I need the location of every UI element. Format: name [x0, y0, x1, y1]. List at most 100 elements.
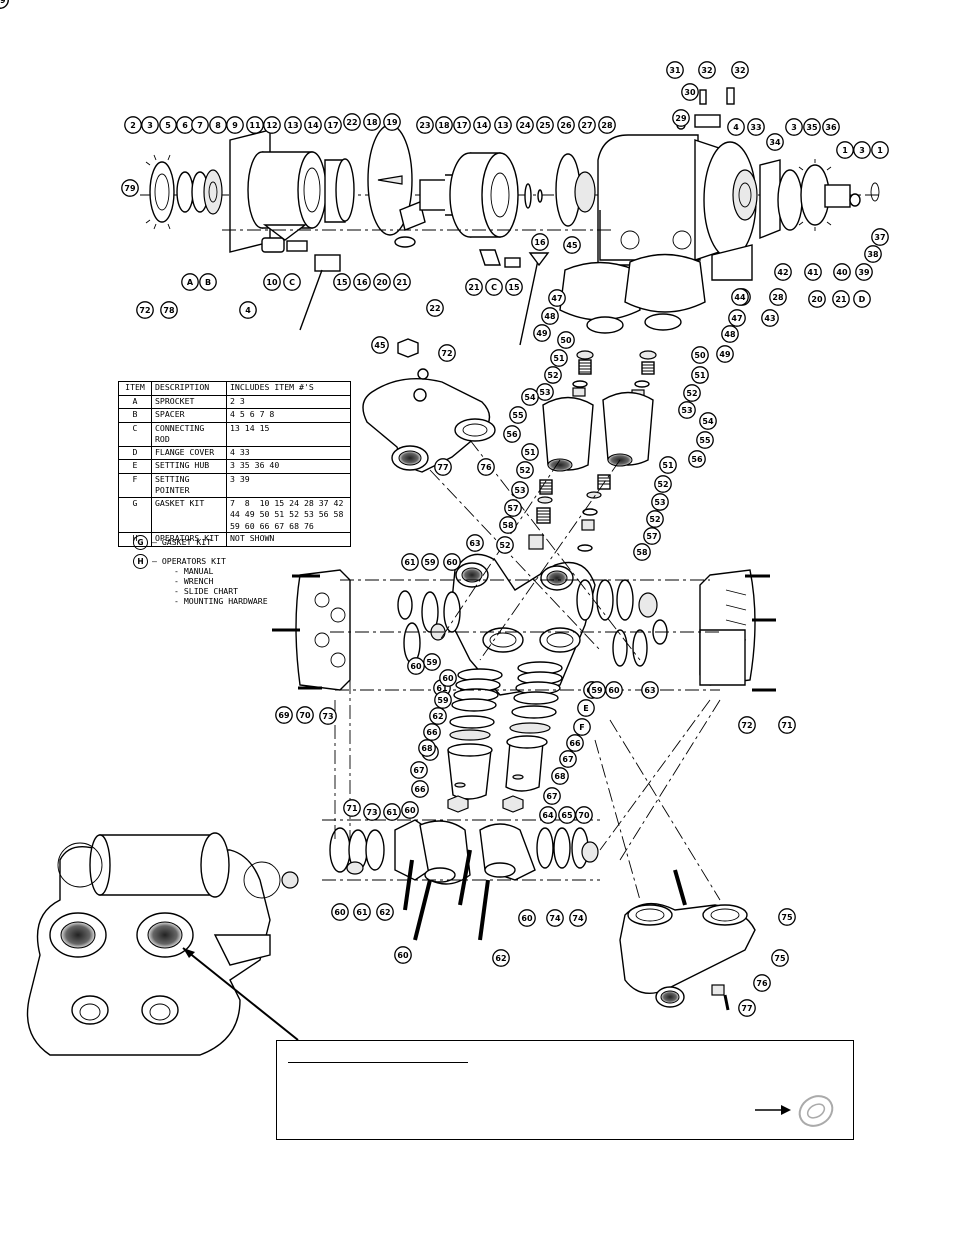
- callout-circle: [778, 908, 796, 926]
- item-letter-cell: E: [118, 459, 152, 474]
- callout-number: 60: [397, 951, 409, 960]
- callout-circle: [333, 273, 351, 291]
- callout-number: 39: [858, 268, 870, 277]
- part-number-callout: 51: [550, 349, 568, 367]
- callout-circle: [492, 949, 510, 967]
- callout-number: 25: [539, 121, 551, 130]
- callout-circle: [577, 699, 595, 717]
- callout-number: 60: [442, 674, 454, 683]
- part-number-callout: 45: [371, 336, 389, 354]
- callout-circle: [226, 116, 244, 134]
- callout-circle: [738, 716, 756, 734]
- item-includes-cell: 3 39: [226, 472, 351, 498]
- part-number-callout: 52: [654, 475, 672, 493]
- part-number-callout: 55: [696, 431, 714, 449]
- callout-number: 48: [724, 330, 736, 339]
- part-number-callout: 19: [383, 113, 401, 131]
- callout-number: 60: [404, 806, 416, 815]
- callout-number: 53: [514, 486, 525, 495]
- part-number-callout: 21: [393, 273, 411, 291]
- callout-number: 14: [476, 121, 488, 130]
- item-description-cell: SPROCKET: [151, 394, 227, 409]
- part-number-callout: 60: [394, 946, 412, 964]
- callout-circle: [434, 458, 452, 476]
- part-number-callout: D: [853, 290, 871, 308]
- callout-number: 4: [733, 123, 739, 132]
- callout-circle: [496, 536, 514, 554]
- callout-number: 21: [468, 283, 480, 292]
- callout-circle: [477, 458, 495, 476]
- callout-circle: [363, 113, 381, 131]
- callout-number: 38: [867, 250, 879, 259]
- callout-number: 53: [681, 406, 692, 415]
- callout-number: 64: [542, 811, 554, 820]
- part-number-callout: 27: [578, 116, 596, 134]
- callout-circle: [324, 116, 342, 134]
- callout-circle: [160, 301, 178, 319]
- part-number-callout: 20: [808, 290, 826, 308]
- part-number-callout: 50: [557, 331, 575, 349]
- callout-circle: [0, 0, 9, 9]
- callout-number: 4: [245, 306, 251, 315]
- gasket-kit-label: GASKET KIT: [161, 537, 212, 547]
- valve-columns: [528, 253, 706, 552]
- part-number-callout: B: [199, 273, 217, 291]
- callout-circle: [284, 116, 302, 134]
- callout-number: 2: [130, 121, 136, 130]
- callout-circle: [363, 803, 381, 821]
- callout-number: 29: [675, 114, 687, 123]
- callout-circle: [728, 309, 746, 327]
- callout-circle: [785, 118, 803, 136]
- callout-number: 26: [560, 121, 572, 130]
- notice-box: [276, 1040, 854, 1140]
- part-number-callout: 67: [543, 787, 561, 805]
- callout-number: 15: [336, 278, 348, 287]
- item-includes-cell: 7 8 10 15 24 28 37 42 44 49 50 51 52 53 …: [226, 496, 351, 533]
- callout-number: 40: [836, 268, 848, 277]
- callout-number: 28: [772, 293, 784, 302]
- discharge-manifold-top: [362, 338, 496, 473]
- part-number-callout: 58: [499, 516, 517, 534]
- part-number-callout: 52: [683, 384, 701, 402]
- part-number-callout: 25: [536, 116, 554, 134]
- callout-circle: [343, 113, 361, 131]
- callout-circle: [518, 909, 536, 927]
- piston-cylinders: [447, 661, 563, 813]
- callout-number: 75: [774, 954, 786, 963]
- callout-number: 57: [646, 532, 657, 541]
- callout-number: 48: [544, 312, 556, 321]
- callout-number: 52: [657, 480, 668, 489]
- callout-number: 36: [825, 123, 837, 132]
- callout-number: 68: [554, 772, 566, 781]
- callout-number: 67: [413, 766, 424, 775]
- callout-number: 75: [781, 913, 793, 922]
- callout-circle: [771, 949, 789, 967]
- part-number-callout: 21: [465, 278, 483, 296]
- part-number-callout: 68: [551, 767, 569, 785]
- sprocket: [145, 154, 175, 230]
- callout-circle: [239, 301, 257, 319]
- part-number-callout: 3: [141, 116, 159, 134]
- callout-number: 54: [524, 393, 536, 402]
- callout-number: 5: [165, 121, 171, 130]
- part-number-callout: 60: [518, 909, 536, 927]
- callout-number: 55: [512, 411, 524, 420]
- part-number-callout: 59: [421, 553, 439, 571]
- part-number-callout: 55: [509, 406, 527, 424]
- callout-circle: [516, 116, 534, 134]
- callout-number: 45: [374, 341, 386, 350]
- part-number-callout: 5: [159, 116, 177, 134]
- part-number-callout: 59: [423, 653, 441, 671]
- callout-number: 66: [569, 739, 581, 748]
- callout-number: 23: [419, 121, 430, 130]
- item-description-cell: OPERATORS KIT: [151, 532, 227, 547]
- operators-kit-letter: H: [133, 554, 148, 569]
- callout-circle: [516, 461, 534, 479]
- callout-circle: [275, 706, 293, 724]
- callout-number: 17: [327, 121, 338, 130]
- callout-circle: [453, 116, 471, 134]
- gasket-kit-letter: G: [133, 535, 148, 550]
